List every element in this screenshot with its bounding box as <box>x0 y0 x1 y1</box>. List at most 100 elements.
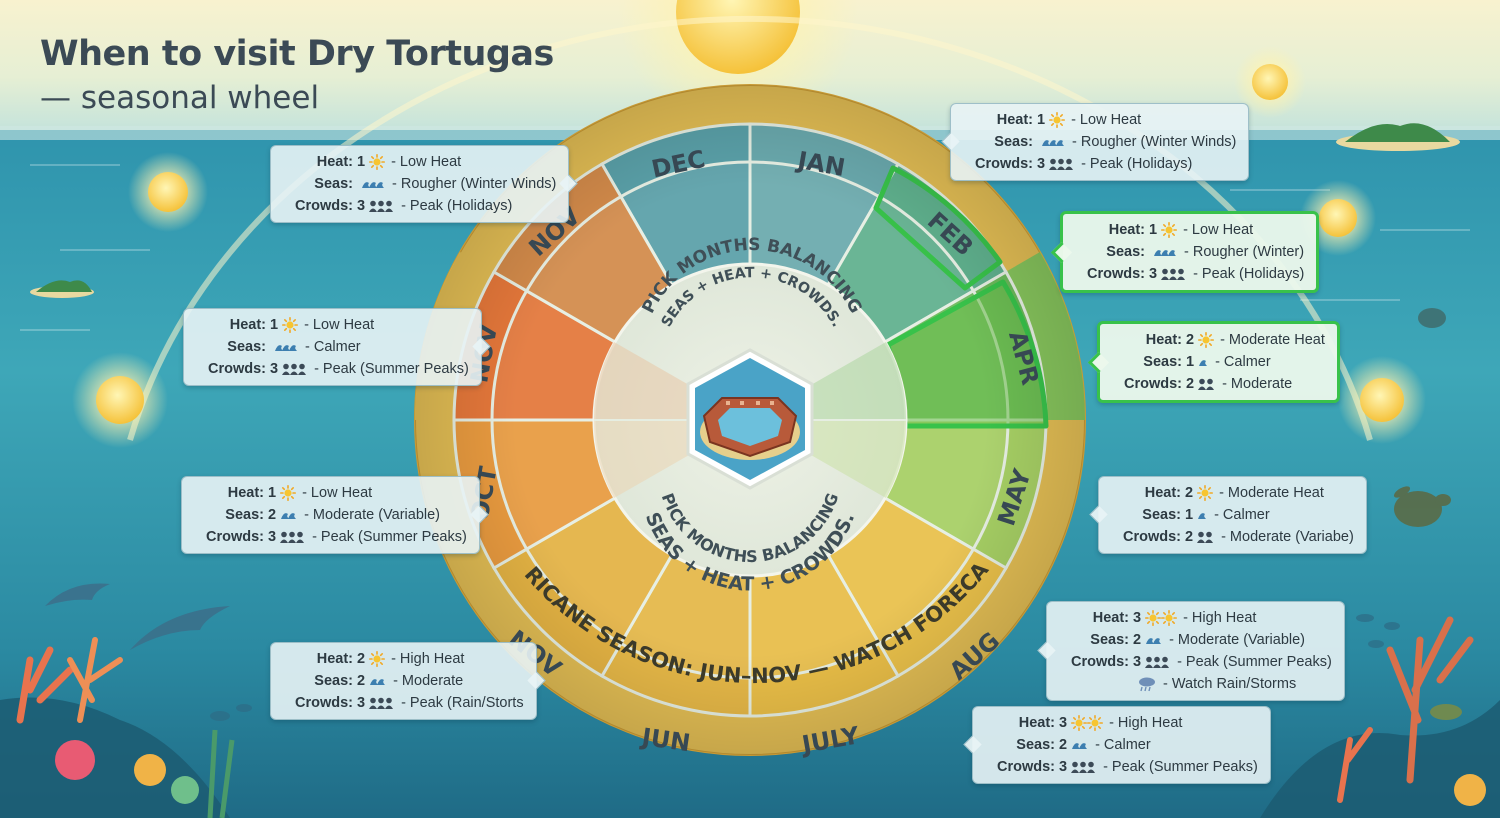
waves-icon <box>274 341 299 353</box>
people-icon <box>1197 531 1215 543</box>
row-value: 3 <box>1133 610 1142 626</box>
card-row-seas: Seas:2- Moderate (Variable) <box>194 504 467 526</box>
waves-icon <box>1153 246 1178 258</box>
row-label: Heat: <box>1144 485 1181 501</box>
card-row-heat: Heat:1- Low Heat <box>283 151 556 173</box>
row-description: - Peak (Summer Peaks) <box>312 529 467 545</box>
row-label: Seas: <box>1090 632 1129 648</box>
row-value: 2 <box>1133 632 1142 648</box>
card-row-heat: Heat:2- Moderate Heat <box>1112 329 1325 351</box>
row-label: Seas: <box>1106 244 1145 260</box>
row-description: - Peak (Holidays) <box>1081 156 1193 172</box>
row-description: - Peak (Holidays) <box>1193 266 1305 282</box>
card-row-crowds: Crowds:3- Peak (Rain/Storts <box>283 692 524 714</box>
row-value: 1 <box>1186 354 1195 370</box>
card-row-seas: Seas:- Rougher (Winter Winds) <box>283 173 556 195</box>
row-label: Seas: <box>1143 354 1182 370</box>
card-row-heat: Heat:2- High Heat <box>283 648 524 670</box>
waves-icon <box>1197 509 1208 521</box>
row-label: Heat: <box>1018 715 1055 731</box>
card-row-heat: Heat:1- Low Heat <box>194 482 467 504</box>
row-description: - Low Heat <box>1183 222 1254 238</box>
card-row-heat: Heat:1- Low Heat <box>196 314 469 336</box>
month-label-jun: JUN <box>638 723 692 758</box>
people-icon <box>282 363 308 375</box>
row-value: 3 <box>1059 715 1068 731</box>
card-row-crowds: Crowds:2 - Moderate <box>1112 373 1325 395</box>
people-icon <box>1198 378 1216 390</box>
row-label: Heat: <box>316 651 353 667</box>
sun-icon <box>1049 112 1066 128</box>
row-value: 3 <box>357 198 366 214</box>
two-suns-icon <box>1145 610 1178 626</box>
row-label: Crowds: <box>206 529 264 545</box>
waves-icon <box>1145 634 1163 646</box>
people-icon <box>369 697 395 709</box>
row-description: - Rougher (Winter Winds) <box>1072 134 1237 150</box>
row-label: Crowds: <box>1087 266 1145 282</box>
waves-icon <box>280 509 298 521</box>
row-description: - Watch Rain/Storms <box>1163 676 1297 692</box>
row-description: - Moderate Heat <box>1219 485 1324 501</box>
card-row-seas: Seas:2- Calmer <box>985 734 1258 756</box>
row-value: 2 <box>1059 737 1068 753</box>
row-value: 1 <box>1037 112 1046 128</box>
row-value: 2 <box>357 651 366 667</box>
row-label: Seas: <box>314 673 353 689</box>
sun-icon <box>369 651 386 667</box>
row-label: Crowds: <box>208 361 266 377</box>
card-row-crowds: Crowds:3- Peak (Summer Peaks) <box>194 526 467 548</box>
row-description: - Moderate <box>1222 376 1293 392</box>
card-row-heat: Heat:1 - Low Heat <box>1075 219 1304 241</box>
sun-icon <box>282 317 299 333</box>
card-row-seas: Seas:2- Moderate (Variable) <box>1059 629 1332 651</box>
card-row-heat: Heat:2 - Moderate Heat <box>1111 482 1354 504</box>
row-description: - Low Heat <box>304 317 375 333</box>
card-row-crowds: Crowds:3- Peak (Summer Peaks) <box>985 756 1258 778</box>
card-row-crowds: Crowds:3- Peak (Summer Peaks) <box>1059 651 1332 673</box>
row-description: - Peak (Summer Peaks) <box>314 361 469 377</box>
row-label: Crowds: <box>975 156 1033 172</box>
row-label: Heat: <box>1145 332 1182 348</box>
people-icon <box>1161 268 1187 280</box>
row-label: Heat: <box>1108 222 1145 238</box>
people-icon <box>1071 761 1097 773</box>
row-label: Crowds: <box>295 695 353 711</box>
row-value: 3 <box>1037 156 1046 172</box>
row-label: Seas: <box>227 339 266 355</box>
waves-icon <box>1041 136 1066 148</box>
row-description: - High Heat <box>1183 610 1257 626</box>
card-row-heat: Heat:3 - High Heat <box>985 712 1258 734</box>
row-value: 2 <box>268 507 277 523</box>
row-value: 1 <box>1185 507 1194 523</box>
row-label: Crowds: <box>997 759 1055 775</box>
row-description: - High Heat <box>1109 715 1183 731</box>
row-label: Heat: <box>227 485 264 501</box>
row-value: 1 <box>1149 222 1158 238</box>
row-description: - Rougher (Winter Winds) <box>392 176 557 192</box>
row-label: Crowds: <box>1124 376 1182 392</box>
row-value: 2 <box>1186 376 1195 392</box>
waves-icon <box>1198 356 1209 368</box>
page-title: When to visit Dry Tortugas <box>40 34 554 74</box>
card-row-crowds: Crowds:3 - Peak (Holidays) <box>1075 263 1304 285</box>
row-description: - Moderate (Variable) <box>304 507 441 523</box>
card-row-seas: Seas:- Rougher (Winter Winds) <box>963 131 1236 153</box>
people-icon <box>1145 656 1171 668</box>
row-description: - Peak (Summer Peaks) <box>1177 654 1332 670</box>
row-description: - Moderate (Variabe) <box>1221 529 1354 545</box>
card-row-seas: Seas:- Calmer <box>196 336 469 358</box>
row-label: Heat: <box>1092 610 1129 626</box>
row-value: 2 <box>1185 485 1194 501</box>
row-value: 3 <box>1149 266 1158 282</box>
row-value: 3 <box>270 361 279 377</box>
row-label: Crowds: <box>1123 529 1181 545</box>
row-value: 1 <box>268 485 277 501</box>
